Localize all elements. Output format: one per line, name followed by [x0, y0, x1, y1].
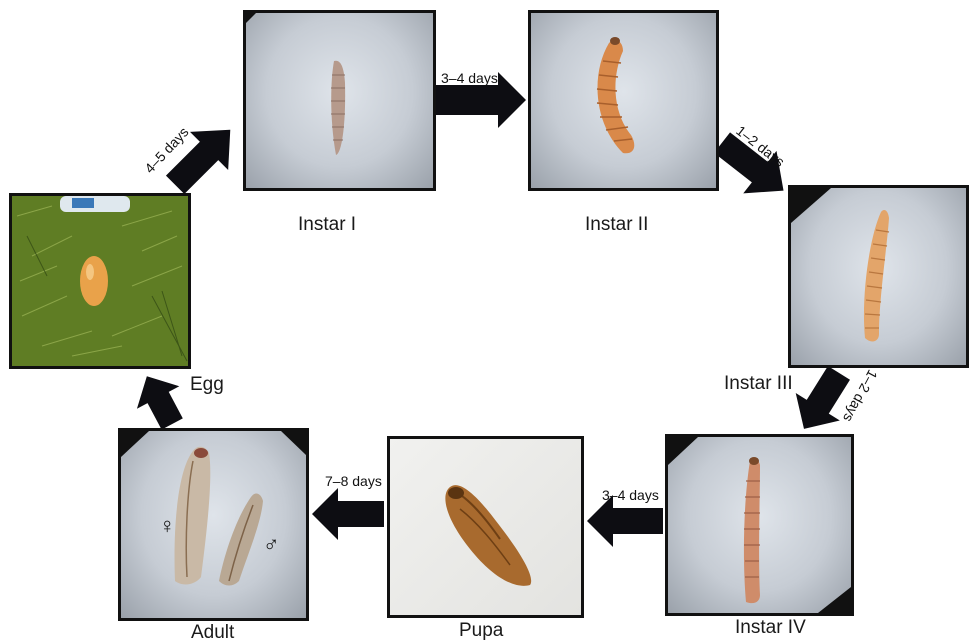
egg-panel	[9, 193, 191, 369]
egg-shape	[80, 256, 108, 306]
arrow-pupa-to-adult	[312, 488, 384, 540]
instar3-panel	[788, 185, 969, 368]
duration-egg-to-instar1: 4–5 days	[141, 124, 191, 176]
instar2-photo	[531, 13, 716, 188]
pupa-shape	[445, 485, 531, 586]
duration-instar2-to-instar3: 1–2 days	[733, 122, 788, 170]
egg-label: Egg	[190, 374, 224, 396]
male-symbol: ♂	[263, 531, 280, 557]
instar4-label: Instar IV	[735, 617, 806, 639]
duration-instar4-to-pupa: 3–4 days	[602, 487, 659, 503]
duration-pupa-to-adult: 7–8 days	[325, 473, 382, 489]
duration-instar1-to-instar2: 3–4 days	[441, 70, 498, 86]
larva-instar2	[597, 40, 634, 153]
instar4-photo	[668, 437, 851, 613]
duration-instar3-to-instar4: 1–2 days	[840, 367, 881, 425]
adult-photo	[121, 431, 306, 618]
instar1-panel	[243, 10, 436, 191]
pupa-label: Pupa	[459, 620, 503, 642]
instar2-label: Instar II	[585, 214, 648, 236]
pupa-panel	[387, 436, 584, 618]
pupa-photo	[390, 439, 581, 615]
instar3-photo	[791, 188, 966, 365]
instar4-panel	[665, 434, 854, 616]
adult-panel: ♀ ♂	[118, 428, 309, 621]
female-symbol: ♀	[159, 513, 176, 539]
instar2-panel	[528, 10, 719, 191]
instar1-label: Instar I	[298, 214, 356, 236]
larva-instar4	[744, 458, 760, 603]
arrow-adult-to-egg	[126, 365, 194, 435]
instar3-label: Instar III	[724, 373, 793, 395]
larva-instar1	[331, 61, 345, 155]
egg-photo	[12, 196, 188, 366]
instar1-photo	[246, 13, 433, 188]
